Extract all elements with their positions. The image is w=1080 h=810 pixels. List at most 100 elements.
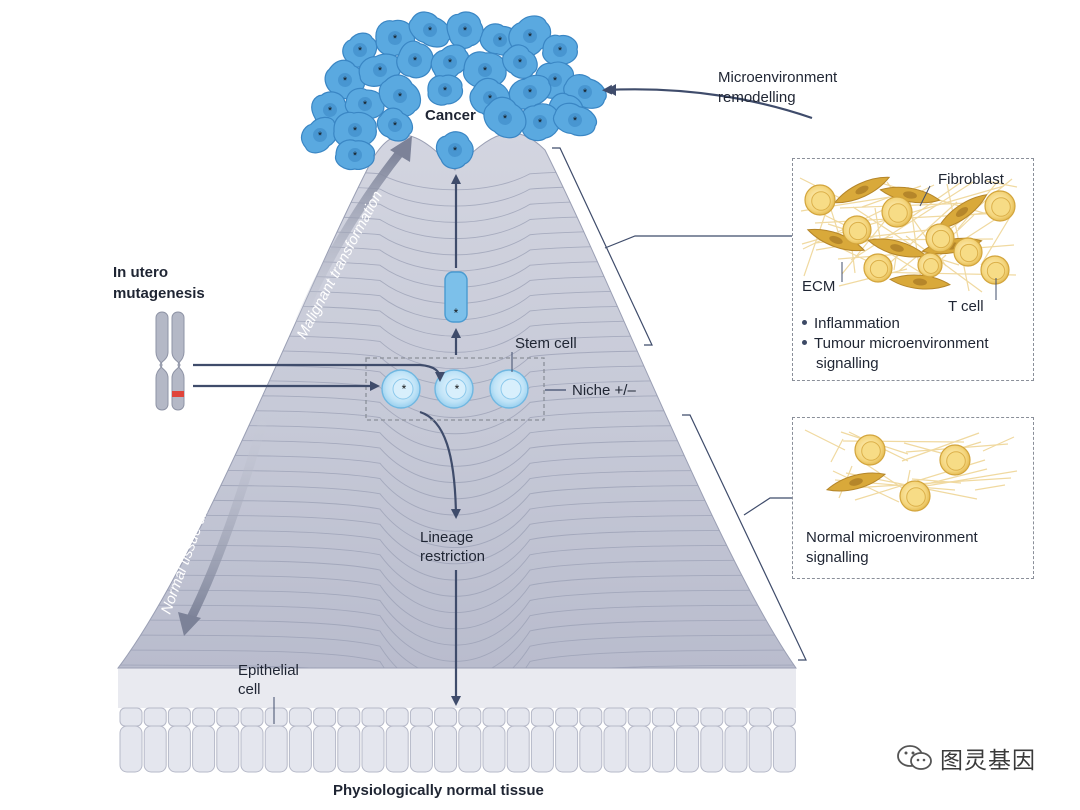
tumour-signalling-text-line2: signalling <box>816 355 879 372</box>
in-utero-label-line1: In utero <box>113 264 168 281</box>
epithelial-cell-label-line1: Epithelial <box>238 662 299 679</box>
epithelial-cell <box>313 707 337 727</box>
mutation-asterisk: * <box>393 120 398 132</box>
mutation-asterisk: * <box>488 93 493 105</box>
epithelial-cell-row <box>119 707 796 773</box>
epithelial-cell <box>434 707 458 727</box>
contour-line <box>118 544 796 597</box>
cancer-cell: * <box>333 111 377 149</box>
epithelial-cell <box>748 725 772 773</box>
epithelial-cell <box>264 707 288 727</box>
epithelial-cell <box>772 707 796 727</box>
cancer-cell: * <box>462 51 508 89</box>
mutation-asterisk: * <box>498 35 503 47</box>
cancer-cell: * <box>483 96 527 139</box>
ecm-label: ECM <box>802 278 836 295</box>
epithelial-cell <box>700 725 724 773</box>
tumour-signalling-bullet: Tumour microenvironment <box>802 334 989 354</box>
mutation-asterisk: * <box>455 382 460 396</box>
mutation-asterisk: * <box>553 75 558 87</box>
epithelial-cell <box>676 707 700 727</box>
epithelial-cell <box>530 725 554 773</box>
epithelial-cell <box>579 707 603 727</box>
cancer-cell: * <box>301 116 339 154</box>
epithelial-cell <box>772 725 796 773</box>
mutation-asterisk: * <box>428 25 433 37</box>
mutation-asterisk: * <box>353 125 358 137</box>
malignant-transformation-arrow <box>295 136 412 325</box>
tumour-signalling-text-line1: Tumour microenvironment <box>814 335 989 352</box>
mutation-band <box>172 391 184 397</box>
epithelial-cell <box>530 707 554 727</box>
mutation-asterisk: * <box>538 117 543 129</box>
epithelial-cell <box>337 725 361 773</box>
epithelial-cell <box>579 725 603 773</box>
contour-line <box>118 454 796 500</box>
epithelial-cell <box>482 707 506 727</box>
epithelial-cell <box>603 707 627 727</box>
epithelial-cell <box>288 725 312 773</box>
mutation-asterisk: * <box>463 25 468 37</box>
bullet-icon <box>802 339 807 345</box>
watermark: 图灵基因 <box>896 741 1036 775</box>
epithelial-cell <box>143 707 167 727</box>
epithelial-cell <box>385 707 409 727</box>
mutation-asterisk: * <box>413 55 418 67</box>
epithelial-cell <box>264 725 288 773</box>
epithelial-cell <box>506 725 530 773</box>
mutation-asterisk: * <box>528 87 533 99</box>
epithelial-cell <box>216 725 240 773</box>
bullet-icon <box>802 319 807 325</box>
inflammation-bullet: Inflammation <box>802 314 900 334</box>
mutation-asterisk: * <box>318 130 323 142</box>
epithelial-cell <box>216 707 240 727</box>
landscape <box>116 132 797 669</box>
mutation-asterisk: * <box>558 45 563 57</box>
epithelial-cell <box>506 707 530 727</box>
epithelial-cell <box>288 707 312 727</box>
niche-label: Niche +/– <box>572 382 636 399</box>
epithelial-cell <box>119 707 143 727</box>
epithelial-cell <box>119 725 143 773</box>
contour-line <box>118 634 796 668</box>
normal-signalling-label-line1: Normal microenvironment <box>806 529 978 546</box>
contour-line <box>118 574 796 630</box>
mutation-asterisk: * <box>573 115 578 127</box>
stem-cells: * * <box>381 369 529 409</box>
epithelial-cell <box>361 707 385 727</box>
epithelial-cell <box>676 725 700 773</box>
mutation-asterisk: * <box>353 150 358 162</box>
mutation-asterisk: * <box>453 145 458 157</box>
cancer-cell: * <box>430 44 470 80</box>
cancer-cell: * <box>435 131 474 170</box>
lineage-restriction-label-line2: restriction <box>420 548 486 565</box>
contour-line <box>118 439 796 483</box>
epithelial-cell <box>143 725 167 773</box>
epithelial-cell <box>192 725 216 773</box>
contour-line <box>118 484 796 532</box>
epithelial-cell <box>651 725 675 773</box>
niche-box <box>365 357 545 421</box>
cancer-cell: * <box>427 74 464 106</box>
epithelial-cell <box>167 725 191 773</box>
epithelial-cell <box>603 725 627 773</box>
epithelial-cell <box>748 707 772 727</box>
mutation-asterisk: * <box>393 33 398 45</box>
mutagenesis-arrows <box>193 363 445 391</box>
epithelial-cell <box>192 707 216 727</box>
svg-text:*: * <box>454 306 459 320</box>
epithelial-cell <box>458 707 482 727</box>
normal-bracket <box>682 414 807 661</box>
epithelial-cell <box>409 725 433 773</box>
contour-line <box>118 499 796 548</box>
remodelling-arrow <box>602 84 813 120</box>
fibroblast-label: Fibroblast <box>938 171 1004 188</box>
contour-line <box>118 649 796 668</box>
contour-line <box>118 619 796 668</box>
progenitor-cell: * <box>444 271 468 323</box>
inflammation-text: Inflammation <box>814 315 900 332</box>
mutation-asterisk: * <box>358 45 363 57</box>
contour-line <box>118 559 796 613</box>
